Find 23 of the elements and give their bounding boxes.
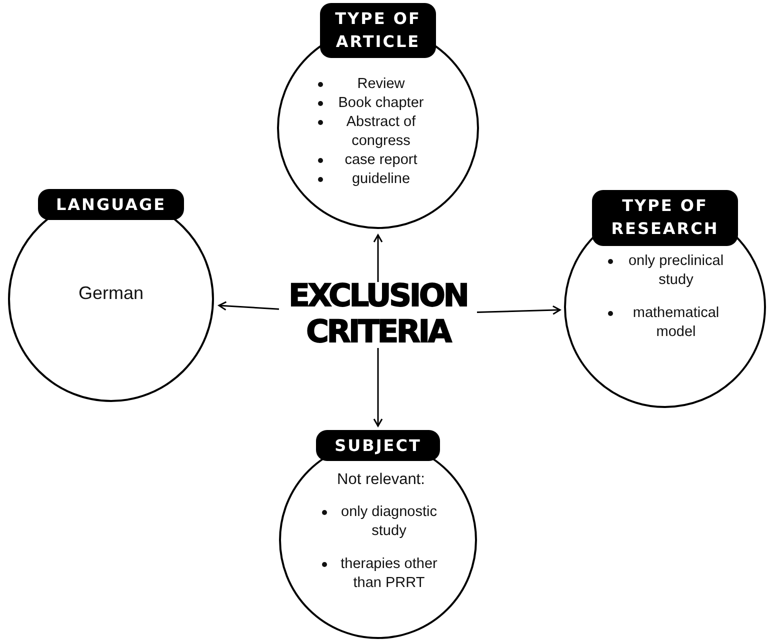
list-item: only diagnostic study	[340, 503, 438, 541]
arrow	[373, 348, 383, 427]
central-title: EXCLUSION CRITERIA	[275, 278, 481, 350]
category-circle	[7, 189, 215, 404]
list-item: Review	[356, 75, 406, 94]
list-item: mathematical model	[632, 304, 720, 342]
category-circle	[278, 430, 478, 639]
arrow	[218, 301, 280, 311]
category-heading: TYPE OF RESEARCH	[592, 190, 738, 246]
arrow	[373, 234, 383, 282]
category-heading: LANGUAGE	[38, 189, 184, 220]
list-item: Book chapter	[337, 94, 425, 113]
arrow	[476, 305, 561, 315]
list-item: only preclinical study	[627, 252, 725, 290]
list-item: therapies other than PRRT	[340, 555, 438, 593]
category-heading: TYPE OF ARTICLE	[320, 3, 436, 58]
body-text: German	[77, 284, 145, 303]
category-circle	[564, 190, 766, 408]
category-heading: SUBJECT	[316, 430, 440, 461]
category-circle	[276, 3, 480, 231]
body-text: Not relevant:	[336, 470, 426, 489]
list-item: case report	[344, 151, 418, 170]
list-item: guideline	[350, 170, 412, 189]
